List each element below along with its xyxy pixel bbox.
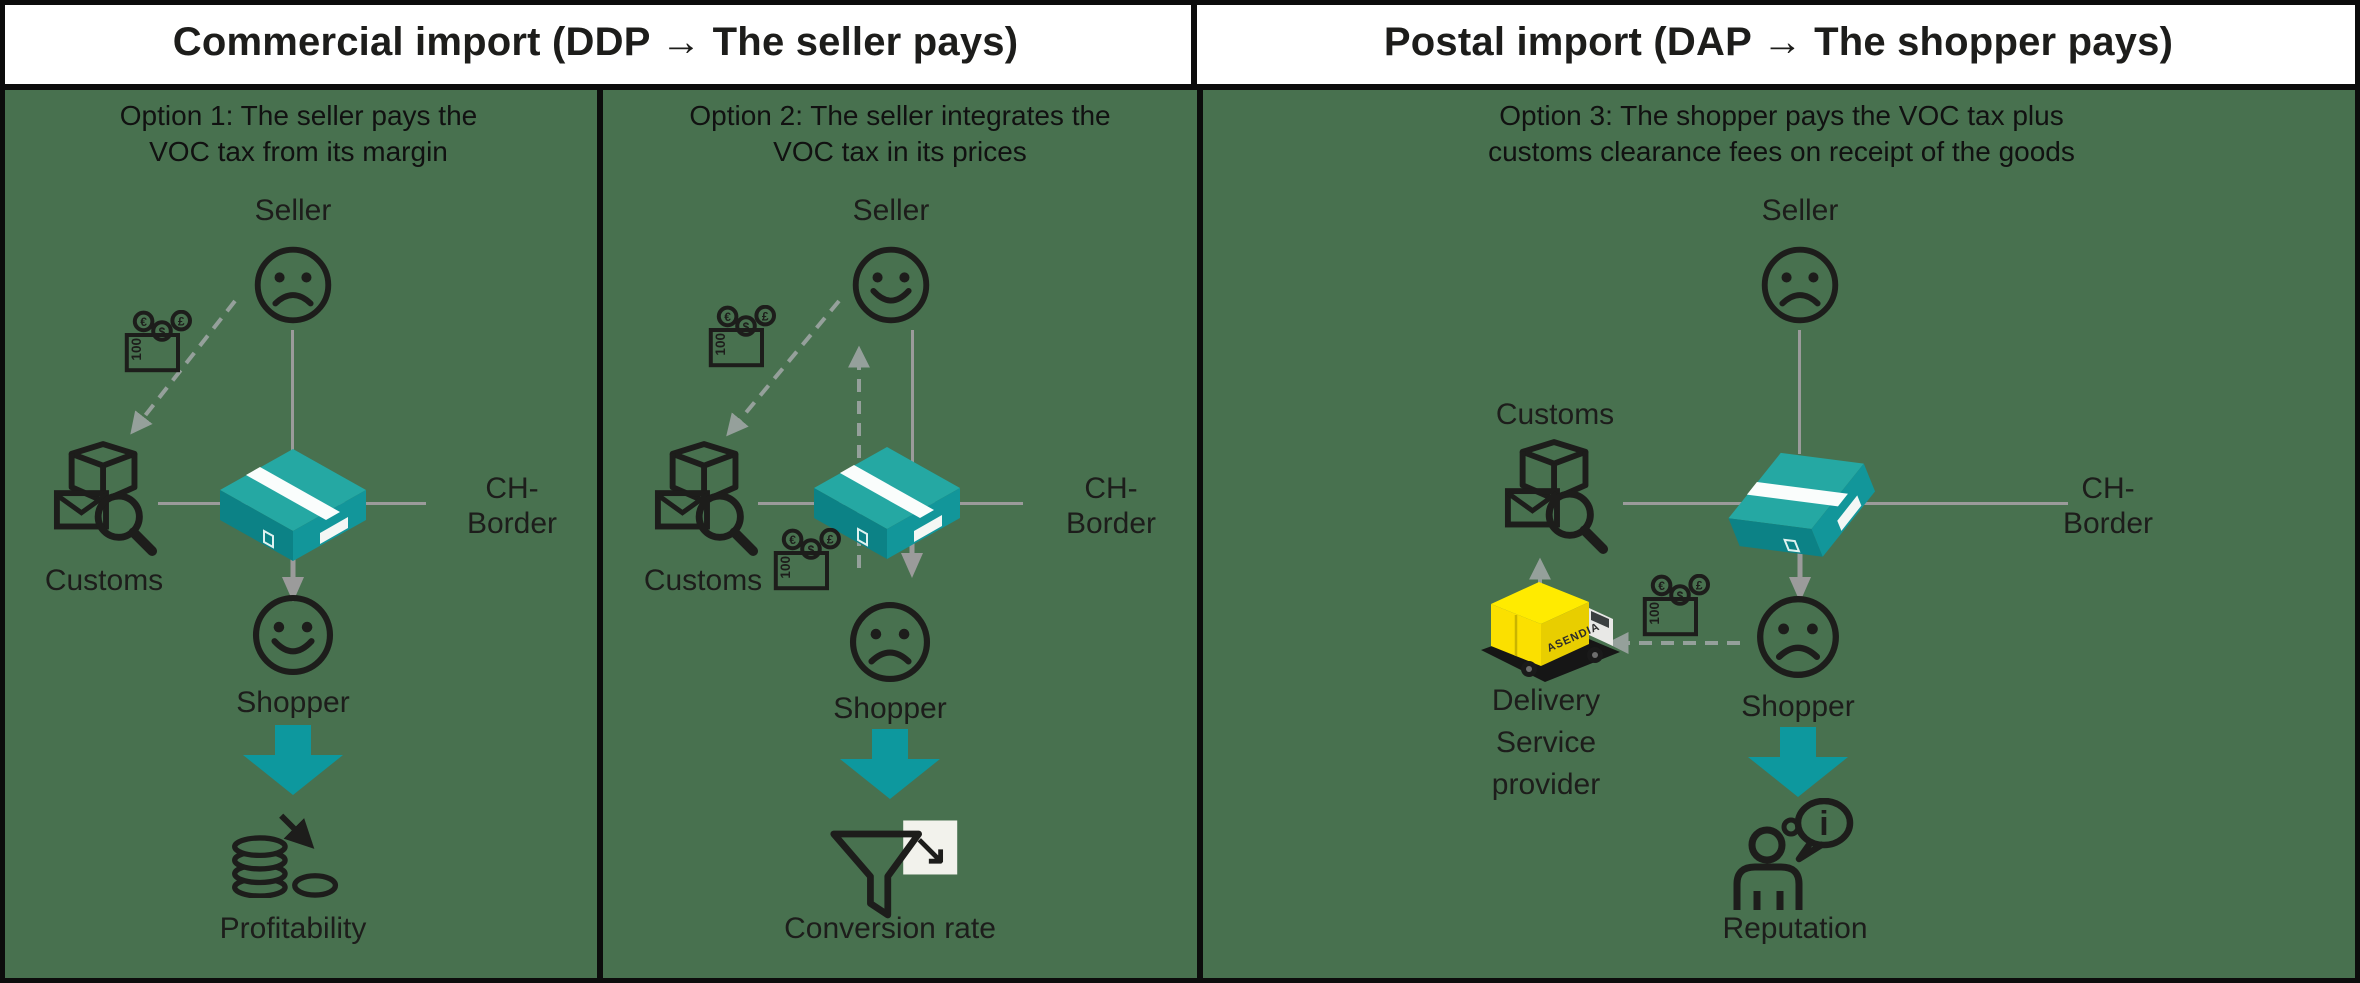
- option-2-title-line2: VOC tax in its prices: [773, 136, 1027, 167]
- voc-tax-money-icon: [122, 310, 202, 376]
- delivery-provider-label-line3: provider: [1491, 768, 1601, 801]
- package-icon: [212, 443, 374, 563]
- voc-tax-money-icon: [1640, 574, 1720, 640]
- header-postal-import: Postal import (DAP → The shopper pays): [1383, 19, 2174, 64]
- outcome-label-reputation: Reputation: [1722, 912, 1868, 945]
- seller-to-customs-dashed-arrow: [726, 299, 841, 437]
- option-1-title: Option 1: The seller pays the VOC tax fr…: [0, 98, 597, 170]
- seller-package-connector: [291, 330, 294, 452]
- customs-icon: [52, 440, 160, 558]
- shopper-label: Shopper: [833, 692, 947, 725]
- delivery-provider-label-line1: Delivery: [1491, 684, 1601, 717]
- delivery-provider-label-line2: Service: [1495, 726, 1597, 759]
- seller-face-icon: [849, 243, 933, 327]
- customs-label: Customs: [1495, 398, 1615, 431]
- seller-to-customs-dashed-arrow: [130, 299, 237, 435]
- seller-face-icon: [1758, 243, 1842, 327]
- customs-label: Customs: [44, 564, 164, 597]
- option-3-title: Option 3: The shopper pays the VOC tax p…: [1203, 98, 2360, 170]
- customs-icon: [653, 440, 761, 558]
- ch-border-label-line1: CH-: [2081, 472, 2135, 505]
- header-row: Commercial import (DDP → The seller pays…: [0, 0, 2360, 90]
- panel-option-2: Option 2: The seller integrates the VOC …: [603, 90, 1197, 983]
- outcome-label-profitability: Profitability: [219, 912, 367, 945]
- option-2-title: Option 2: The seller integrates the VOC …: [603, 98, 1197, 170]
- shopper-face-icon: [846, 598, 934, 686]
- shopper-label: Shopper: [236, 686, 350, 719]
- panel-option-1: Option 1: The seller pays the VOC tax fr…: [0, 90, 597, 983]
- package-icon: [1703, 417, 1898, 589]
- option-2-title-line1: Option 2: The seller integrates the: [689, 100, 1111, 131]
- conversion-funnel-icon: [828, 818, 963, 930]
- shopper-to-seller-dashed-arrow: [848, 345, 870, 568]
- ch-border-label-line2: Border: [1065, 507, 1157, 540]
- impact-arrow-icon: [1748, 726, 1848, 798]
- shopper-face-icon: [249, 591, 337, 679]
- delivery-truck-icon: [1473, 570, 1628, 685]
- seller-face-icon: [251, 243, 335, 327]
- reputation-person-icon: [1723, 798, 1858, 913]
- seller-package-connector: [911, 330, 914, 535]
- seller-label: Seller: [1761, 194, 1839, 227]
- option-1-title-line1: Option 1: The seller pays the: [119, 100, 478, 131]
- ch-border-label-line1: CH-: [1084, 472, 1138, 505]
- panel-option-3: Option 3: The shopper pays the VOC tax p…: [1203, 90, 2360, 983]
- option-3-title-line1: Option 3: The shopper pays the VOC tax p…: [1499, 100, 2064, 131]
- panel-divider-2: [1197, 84, 1203, 983]
- ch-border-label-line1: CH-: [485, 472, 539, 505]
- option-3-title-line2: customs clearance fees on receipt of the…: [1488, 136, 2075, 167]
- impact-arrow-icon: [243, 724, 343, 796]
- seller-label: Seller: [254, 194, 332, 227]
- impact-arrow-icon: [840, 728, 940, 800]
- customs-label: Customs: [643, 564, 763, 597]
- profitability-coins-icon: [228, 806, 346, 898]
- option-1-title-line2: VOC tax from its margin: [149, 136, 448, 167]
- seller-label: Seller: [852, 194, 930, 227]
- shopper-face-icon: [1753, 592, 1843, 682]
- shopper-label: Shopper: [1741, 690, 1855, 723]
- customs-icon: [1503, 438, 1611, 556]
- ch-border-label-line2: Border: [2062, 507, 2154, 540]
- seller-package-connector: [1798, 330, 1801, 454]
- price-included-tax-money-icon: [771, 528, 851, 594]
- panel-divider-1: [597, 84, 603, 983]
- voc-tax-money-icon: [706, 305, 786, 371]
- header-commercial-import: Commercial import (DDP → The seller pays…: [0, 0, 1197, 84]
- ch-border-label-line2: Border: [466, 507, 558, 540]
